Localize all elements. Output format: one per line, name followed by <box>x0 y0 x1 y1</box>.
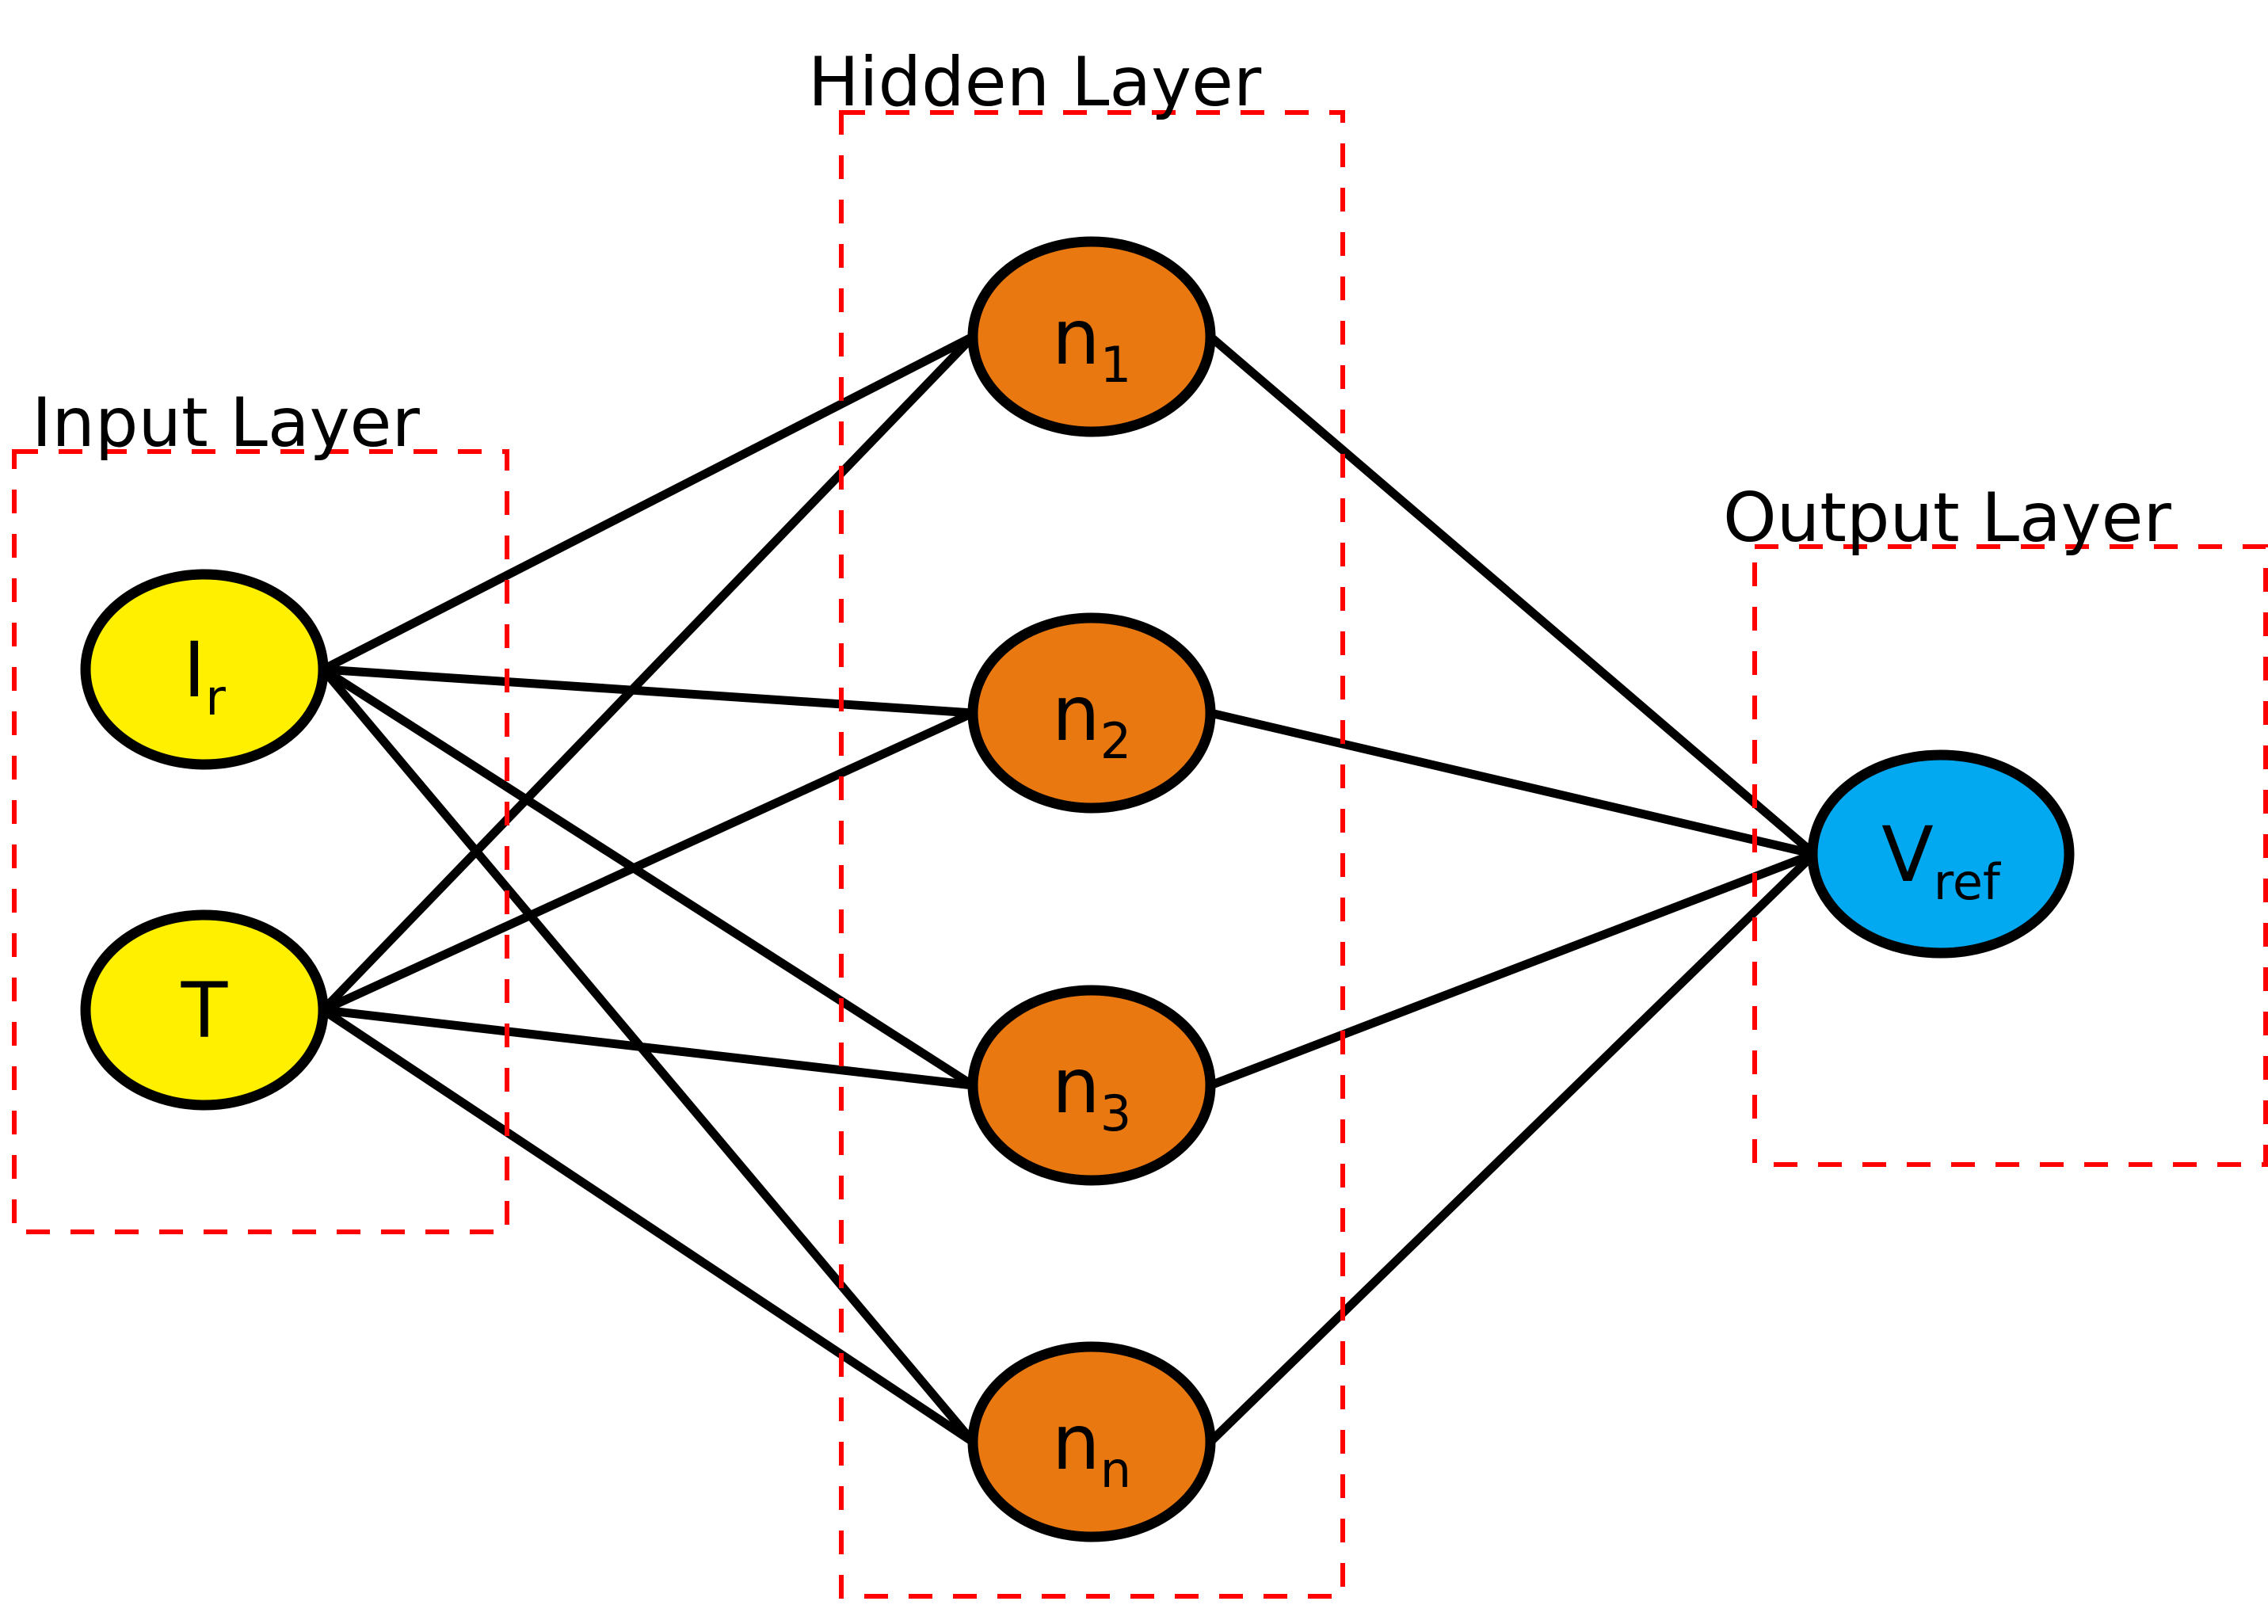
node-shape-in-ir[interactable] <box>80 569 329 770</box>
connection-in-ir-to-h-n3 <box>318 665 978 1090</box>
node-label-h-n1: n1 <box>1052 293 1131 394</box>
node-label-subscript-h-nn: n <box>1100 1441 1131 1499</box>
layer-box-output <box>1752 544 2268 1167</box>
node-label-base-out-vref: V <box>1881 810 1934 899</box>
connection-in-t-to-h-n3 <box>318 1005 978 1090</box>
node-label-subscript-h-n3: 3 <box>1100 1085 1131 1142</box>
node-shape-h-n1[interactable] <box>967 236 1216 437</box>
connection-in-t-to-h-n1 <box>318 332 978 1015</box>
connection-h-n2-to-out-vref <box>1206 708 1819 859</box>
layer-title-output: Output Layer <box>1723 478 2171 558</box>
connection-h-n1-to-out-vref <box>1206 332 1819 859</box>
node-in-ir[interactable]: Ir <box>80 569 329 770</box>
node-shape-in-t[interactable] <box>80 909 329 1111</box>
layer-title-input: Input Layer <box>32 383 420 463</box>
node-shape-h-n3[interactable] <box>967 985 1216 1186</box>
layer-box-hidden <box>839 110 1345 1599</box>
node-label-subscript-h-n2: 2 <box>1100 712 1131 770</box>
layer-boxes-group <box>12 110 2268 1599</box>
node-label-in-t: T <box>181 966 228 1055</box>
node-h-n1[interactable]: n1 <box>967 236 1216 437</box>
node-label-h-nn: nn <box>1052 1398 1131 1499</box>
node-label-out-vref: Vref <box>1881 810 2002 911</box>
connection-in-t-to-h-nn <box>318 1005 978 1447</box>
node-label-base-h-n2: n <box>1052 669 1100 758</box>
node-label-base-h-n3: n <box>1052 1042 1100 1130</box>
edges-group <box>318 332 1819 1447</box>
node-out-vref[interactable]: Vref <box>1807 749 2075 959</box>
connection-in-ir-to-h-nn <box>318 665 978 1447</box>
node-h-nn[interactable]: nn <box>967 1341 1216 1542</box>
node-label-subscript-out-vref: ref <box>1934 853 2002 911</box>
node-in-t[interactable]: T <box>80 909 329 1111</box>
connection-in-t-to-h-n2 <box>318 708 978 1015</box>
node-h-n2[interactable]: n2 <box>967 612 1216 814</box>
node-shape-out-vref[interactable] <box>1807 749 2075 959</box>
node-shape-h-n2[interactable] <box>967 612 1216 814</box>
connection-h-n3-to-out-vref <box>1206 849 1819 1090</box>
node-label-base-in-t: T <box>181 966 228 1055</box>
node-label-h-n2: n2 <box>1052 669 1131 770</box>
node-shape-h-nn[interactable] <box>967 1341 1216 1542</box>
node-label-base-h-n1: n <box>1052 293 1100 382</box>
node-label-in-ir: Ir <box>183 626 226 726</box>
node-label-subscript-h-n1: 1 <box>1100 336 1131 394</box>
connection-in-ir-to-h-n1 <box>318 332 978 674</box>
layer-box-input <box>12 449 509 1234</box>
node-label-base-in-ir: I <box>183 626 205 715</box>
layer-title-hidden: Hidden Layer <box>808 43 1262 122</box>
connection-h-nn-to-out-vref <box>1206 849 1819 1447</box>
node-label-subscript-in-ir: r <box>205 669 226 726</box>
connection-in-ir-to-h-n2 <box>318 665 978 718</box>
node-label-h-n3: n3 <box>1052 1042 1131 1142</box>
node-label-base-h-nn: n <box>1052 1398 1100 1487</box>
node-h-n3[interactable]: n3 <box>967 985 1216 1186</box>
